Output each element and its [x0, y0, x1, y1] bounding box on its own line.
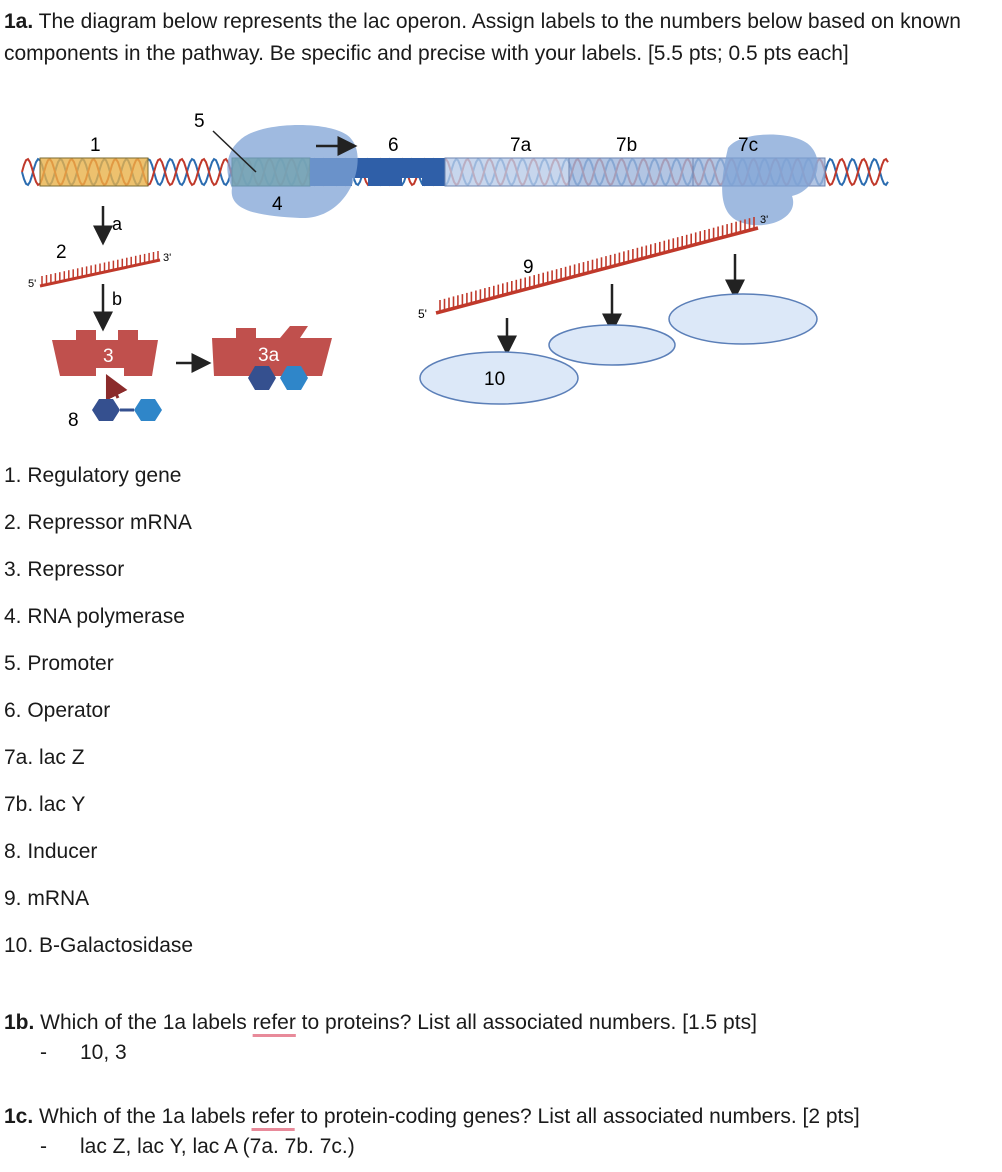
- protein-transacetylase: [668, 293, 818, 345]
- question-1c-text-b: to protein-coding genes? List all associ…: [294, 1105, 860, 1128]
- inducer-hexagon-dark: [92, 399, 120, 421]
- question-1a-label: 1a.: [4, 10, 34, 33]
- lac-z-segment: [444, 157, 570, 187]
- question-1c-answer: - lac Z, lac Y, lac A (7a. 7b. 7c.): [40, 1132, 860, 1162]
- label-3: 3: [103, 346, 114, 367]
- lac-operon-diagram: 1 5 6 7a 7b 7c 4 a 2 5' 3' b 3 8 3a 5' 3…: [21, 111, 889, 431]
- question-1c-text-a: Which of the 1a labels: [33, 1105, 252, 1128]
- answer-item: 3. Repressor: [4, 558, 125, 581]
- pointer-5: [212, 130, 257, 173]
- three-prime-left: 3': [163, 252, 171, 264]
- label-1: 1: [90, 135, 101, 156]
- answer-item: 8. Inducer: [4, 840, 98, 863]
- question-1b-text-b: to proteins? List all associated numbers…: [295, 1011, 757, 1034]
- bound-inducer-light: [280, 366, 308, 390]
- label-2: 2: [56, 242, 67, 263]
- inactive-repressor-protein: [212, 326, 332, 376]
- repressor-mrna-bases: [41, 251, 159, 286]
- protein-beta-galactosidase: [419, 351, 579, 405]
- answer-item: 5. Promoter: [4, 652, 114, 675]
- answer-item: 7a. lac Z: [4, 746, 85, 769]
- question-1c-label: 1c.: [4, 1105, 34, 1128]
- repressor-protein: [52, 330, 158, 376]
- bullet-dash: -: [40, 1041, 47, 1064]
- answer-list: 1. Regulatory gene 2. Repressor mRNA 3. …: [4, 460, 193, 977]
- label-b: b: [112, 289, 122, 309]
- label-5: 5: [194, 111, 205, 132]
- rna-polymerase-elongating: [722, 134, 818, 226]
- answer-item: 2. Repressor mRNA: [4, 511, 192, 534]
- label-a: a: [112, 214, 123, 234]
- inducer-binding-arrow: [105, 373, 128, 401]
- spellcheck-word: refer: [252, 1011, 296, 1034]
- answer-item: 4. RNA polymerase: [4, 605, 185, 628]
- answer-item: 6. Operator: [4, 699, 111, 722]
- question-1b-label: 1b.: [4, 1011, 35, 1034]
- three-prime-right: 3': [760, 214, 768, 226]
- label-6: 6: [388, 135, 399, 156]
- label-7a: 7a: [510, 135, 532, 156]
- question-1c-answer-text: lac Z, lac Y, lac A (7a. 7b. 7c.): [80, 1135, 355, 1158]
- five-prime-left: 5': [28, 278, 36, 290]
- operon-mrna-bases: [439, 217, 755, 312]
- question-1a-prompt: 1a. The diagram below represents the lac…: [4, 6, 998, 70]
- label-4: 4: [272, 194, 283, 215]
- label-7c: 7c: [738, 135, 758, 156]
- bullet-dash: -: [40, 1135, 47, 1158]
- inducer-hexagon-light: [134, 399, 162, 421]
- question-1b-answer: - 10, 3: [40, 1038, 757, 1068]
- question-1b-answer-text: 10, 3: [80, 1041, 127, 1064]
- label-9: 9: [523, 257, 534, 278]
- bound-inducer-dark: [248, 366, 276, 390]
- question-1c-prompt: 1c. Which of the 1a labels refer to prot…: [4, 1102, 860, 1132]
- question-1a-text: The diagram below represents the lac ope…: [4, 10, 961, 65]
- answer-item: 1. Regulatory gene: [4, 464, 182, 487]
- question-1b: 1b. Which of the 1a labels refer to prot…: [4, 1008, 757, 1068]
- question-1b-prompt: 1b. Which of the 1a labels refer to prot…: [4, 1008, 757, 1038]
- label-7b: 7b: [616, 135, 637, 156]
- answer-item: 10. B-Galactosidase: [4, 934, 194, 957]
- lac-y-segment: [568, 157, 694, 187]
- question-1b-text-a: Which of the 1a labels: [34, 1011, 253, 1034]
- label-8: 8: [68, 410, 79, 431]
- answer-item: 9. mRNA: [4, 887, 90, 910]
- label-10: 10: [484, 369, 505, 390]
- question-1c: 1c. Which of the 1a labels refer to prot…: [4, 1102, 860, 1162]
- label-3a: 3a: [258, 345, 280, 366]
- regulatory-gene-segment: [39, 157, 149, 187]
- spellcheck-word: refer: [251, 1105, 295, 1128]
- protein-permease: [548, 324, 676, 366]
- rna-polymerase-shape: [227, 125, 358, 219]
- answer-item: 7b. lac Y: [4, 793, 86, 816]
- five-prime-right: 5': [418, 307, 427, 321]
